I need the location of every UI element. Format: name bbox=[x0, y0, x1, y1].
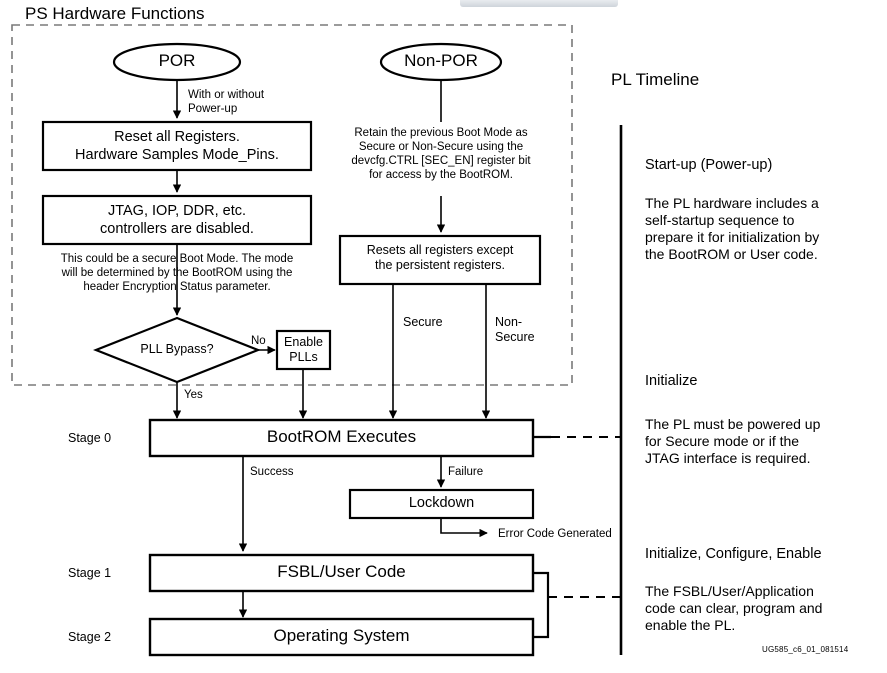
box-bootrom-executes-label: BootROM Executes bbox=[266, 427, 417, 446]
non-por-node-label: Non-POR bbox=[404, 51, 478, 70]
figure-footer-id: UG585_c6_01_081514 bbox=[762, 645, 849, 654]
stage-1-name: Stage 1 bbox=[68, 566, 112, 580]
box-resets-persistent-label: Resets all registers except the persiste… bbox=[366, 243, 514, 273]
stage-0-name: Stage 0 bbox=[68, 431, 112, 445]
error-code-arrow bbox=[440, 518, 488, 538]
secure-branch-label: Secure bbox=[403, 315, 443, 329]
success-branch-label: Success bbox=[250, 466, 294, 478]
error-code-generated-label: Error Code Generated bbox=[498, 528, 612, 540]
decision-pll-bypass-label: PLL Bypass? bbox=[140, 342, 214, 356]
ps-hardware-group-title: PS Hardware Functions bbox=[25, 4, 205, 23]
timeline-section-1-heading: Initialize bbox=[645, 373, 698, 389]
box-controllers-disabled-label: JTAG, IOP, DDR, etc. controllers are dis… bbox=[100, 203, 254, 237]
yes-branch-label: Yes bbox=[184, 389, 203, 401]
no-branch-label: No bbox=[251, 335, 266, 347]
non-por-boot-mode-note: Retain the previous Boot Mode as Secure … bbox=[351, 127, 531, 182]
box-lockdown-label: Lockdown bbox=[408, 495, 475, 511]
window-chrome-bar bbox=[460, 0, 618, 7]
failure-branch-label: Failure bbox=[448, 466, 484, 478]
por-node-label: POR bbox=[158, 51, 196, 70]
timeline-section-2-body: The FSBL/User/Application code can clear… bbox=[645, 583, 823, 634]
box-operating-system-label: Operating System bbox=[273, 626, 410, 645]
timeline-section-0-body: The PL hardware includes a self-startup … bbox=[645, 195, 820, 263]
non-secure-branch-label: Non- Secure bbox=[495, 315, 535, 345]
secure-boot-mode-note: This could be a secure Boot Mode. The mo… bbox=[60, 253, 294, 294]
box-reset-registers-label: Reset all Registers. Hardware Samples Mo… bbox=[75, 129, 279, 163]
timeline-section-1-body: The PL must be powered up for Secure mod… bbox=[645, 416, 821, 467]
pl-timeline-title: PL Timeline bbox=[611, 70, 700, 89]
stage-2-name: Stage 2 bbox=[68, 630, 112, 644]
box-fsbl-user-code-label: FSBL/User Code bbox=[277, 562, 406, 581]
por-powerup-note: With or without Power-up bbox=[188, 89, 265, 116]
box-enable-plls-label: Enable PLLs bbox=[284, 335, 323, 365]
fsbl-timeline-stub bbox=[533, 571, 550, 597]
timeline-section-0-heading: Start-up (Power-up) bbox=[645, 157, 773, 173]
os-timeline-stub bbox=[533, 597, 550, 639]
timeline-section-2-heading: Initialize, Configure, Enable bbox=[645, 546, 822, 562]
